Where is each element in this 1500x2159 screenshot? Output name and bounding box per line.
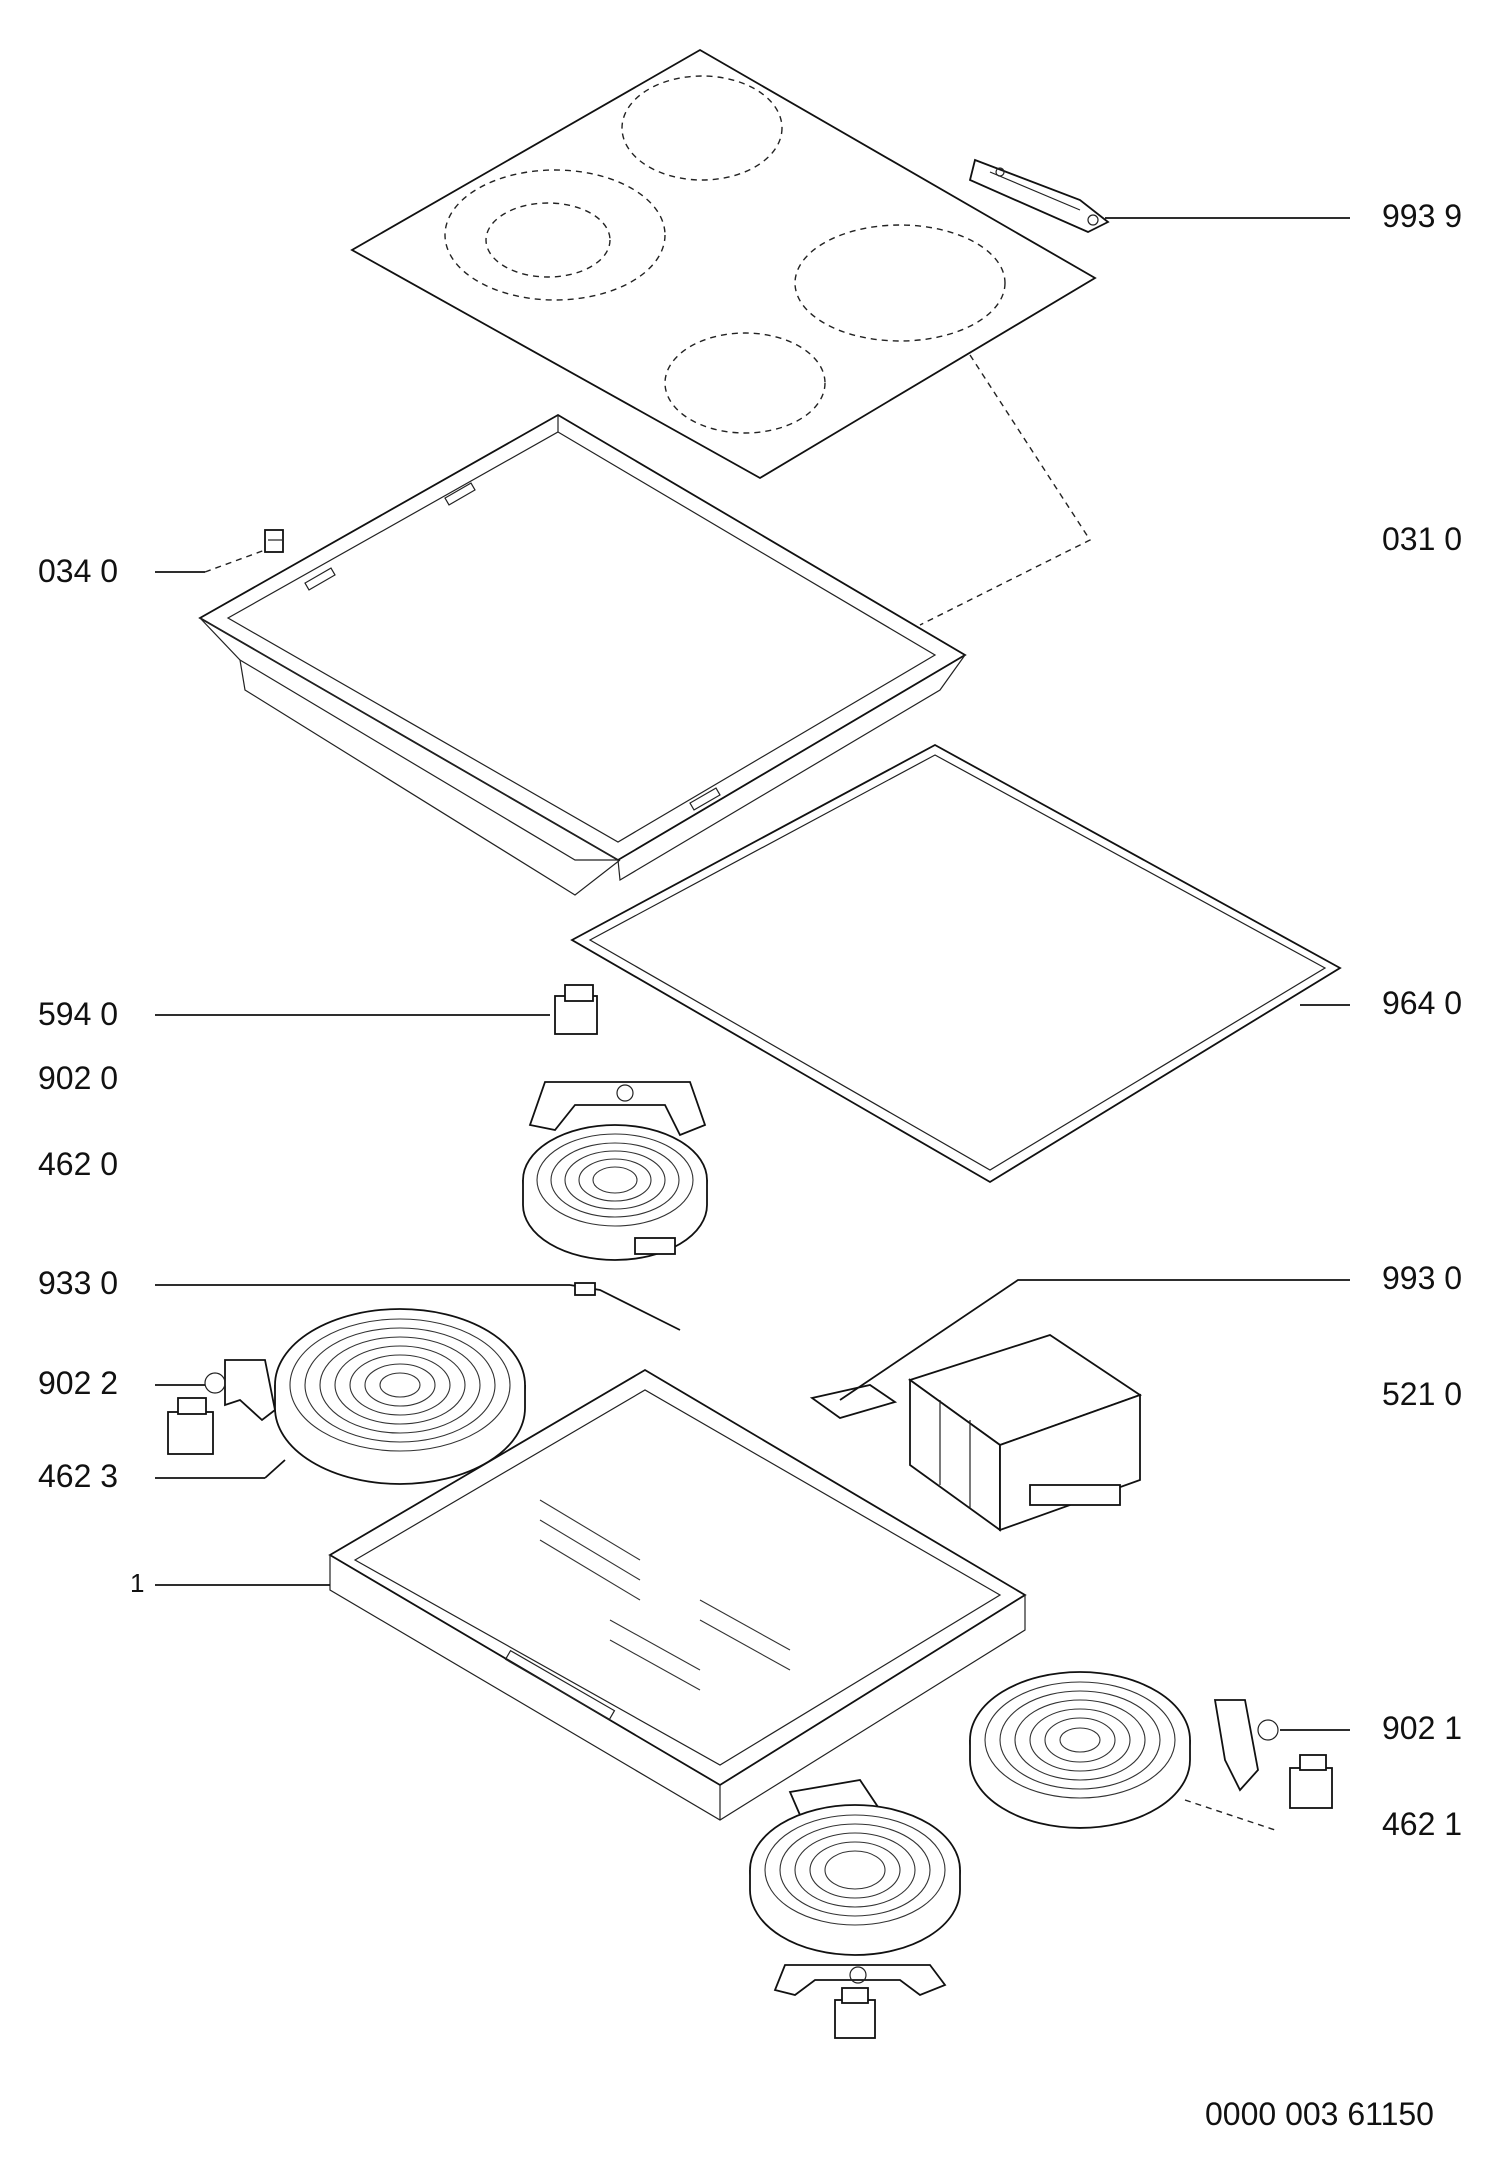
glass-cooktop	[350, 48, 1097, 480]
heater-unit-front	[749, 1779, 961, 2039]
gasket	[570, 743, 1342, 1184]
label-902-2: 902 2	[38, 1365, 119, 1401]
frame	[198, 413, 967, 896]
bracket-993-9	[968, 158, 1110, 233]
label-521-0: 521 0	[1382, 1376, 1463, 1412]
label-902-0: 902 0	[38, 1060, 119, 1096]
label-031-0: 031 0	[1382, 521, 1463, 557]
sensor-933-0	[569, 1282, 681, 1331]
label-993-0: 993 0	[1382, 1260, 1463, 1296]
label-993-9: 993 9	[1382, 198, 1463, 234]
label-034-0: 034 0	[38, 553, 119, 589]
label-462-3: 462 3	[38, 1458, 119, 1494]
label-462-0: 462 0	[38, 1146, 119, 1182]
drawing-number: 0000 003 61150	[1205, 2096, 1434, 2132]
bracket-993-0	[809, 1384, 898, 1419]
label-964-0: 964 0	[1382, 985, 1463, 1021]
label-594-0: 594 0	[38, 996, 119, 1032]
base-tray	[328, 1368, 1027, 1821]
label-1: 1	[130, 1568, 145, 1598]
label-462-1: 462 1	[1382, 1806, 1463, 1842]
heater-unit-right	[969, 1671, 1333, 1829]
label-933-0: 933 0	[38, 1265, 119, 1301]
heater-unit-left	[167, 1308, 526, 1485]
clip-034-0	[264, 529, 284, 553]
heater-unit-top	[522, 984, 708, 1261]
electronic-module	[908, 1334, 1142, 1532]
label-902-1: 902 1	[1382, 1710, 1463, 1746]
